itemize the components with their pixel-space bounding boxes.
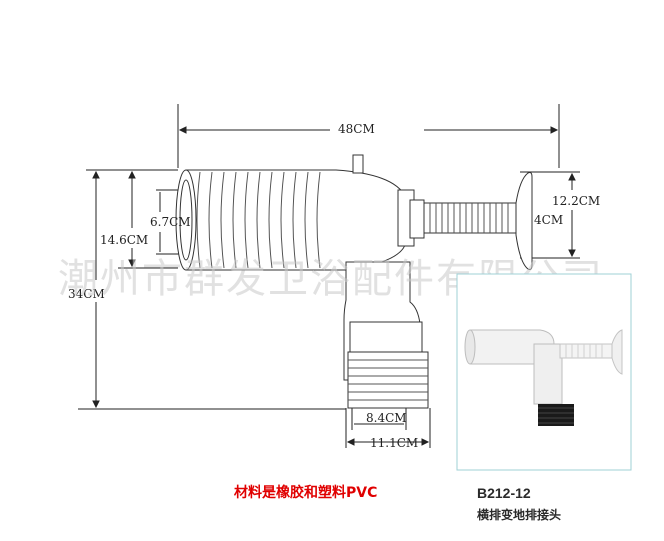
product-photo-inset [456,273,632,471]
material-note: 材料是橡胶和塑料PVC [234,484,377,501]
dim-label-4cm: 4CM [534,213,563,227]
dimension-lines [78,104,580,448]
dim-label-34cm: 34CM [68,287,105,301]
dim-label-11-1cm: 11.1CM [370,436,418,450]
product-code: B212-12 [477,485,531,501]
dim-label-8-4cm: 8.4CM [366,411,407,425]
dim-label-14-6cm: 14.6CM [100,233,148,247]
pipe-fitting-drawing [175,154,533,409]
dim-label-6-7cm: 6.7CM [150,215,191,229]
product-name: 横排变地排接头 [477,507,561,522]
dim-label-48cm: 48CM [338,122,375,136]
product-photo [464,329,623,426]
dim-label-12-2cm: 12.2CM [552,194,600,208]
